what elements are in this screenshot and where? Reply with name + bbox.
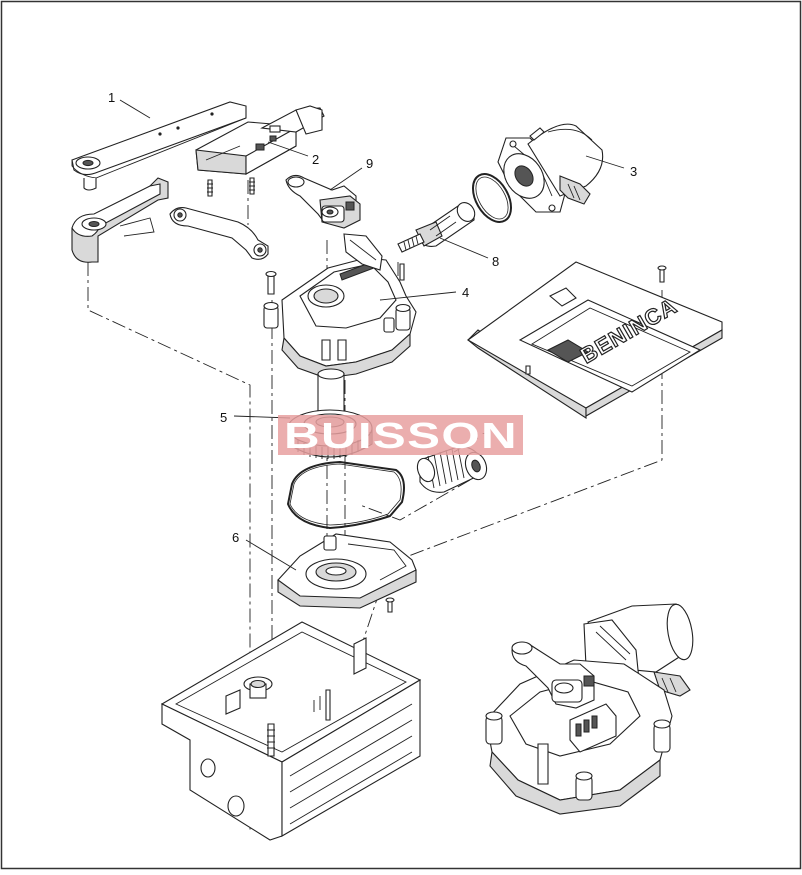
callout-1: 1: [108, 90, 115, 105]
part-9-release-lever: [285, 174, 361, 229]
part-7-worm-sleeve: [416, 445, 488, 493]
callout-6: 6: [232, 530, 239, 545]
callout-4: 4: [462, 285, 469, 300]
callout-2: 2: [312, 152, 319, 167]
part-1-lever-arm: [71, 101, 247, 263]
top-cover-plate: BENINCA: [466, 261, 723, 420]
part-8-worm-shaft: [397, 202, 476, 253]
callout-9: 9: [366, 156, 373, 171]
callout-5: 5: [220, 410, 227, 425]
part-4-upper-housing: [263, 233, 417, 379]
foundation-box: [160, 621, 422, 841]
buisson-watermark: BUISSON: [278, 415, 523, 456]
connecting-link-arm: [169, 207, 269, 260]
callout-8: 8: [492, 254, 499, 269]
watermark-text: BUISSON: [284, 415, 518, 456]
part-3-electric-motor: [497, 123, 604, 213]
part-2-switch-block: [195, 105, 325, 197]
watermark-background: [278, 415, 523, 455]
callout-3: 3: [630, 164, 637, 179]
assembled-operator-view: [485, 603, 694, 815]
part-6-lower-housing: [277, 533, 417, 613]
o-ring-motor-seal: [472, 173, 512, 223]
housing-gasket: [286, 460, 405, 530]
